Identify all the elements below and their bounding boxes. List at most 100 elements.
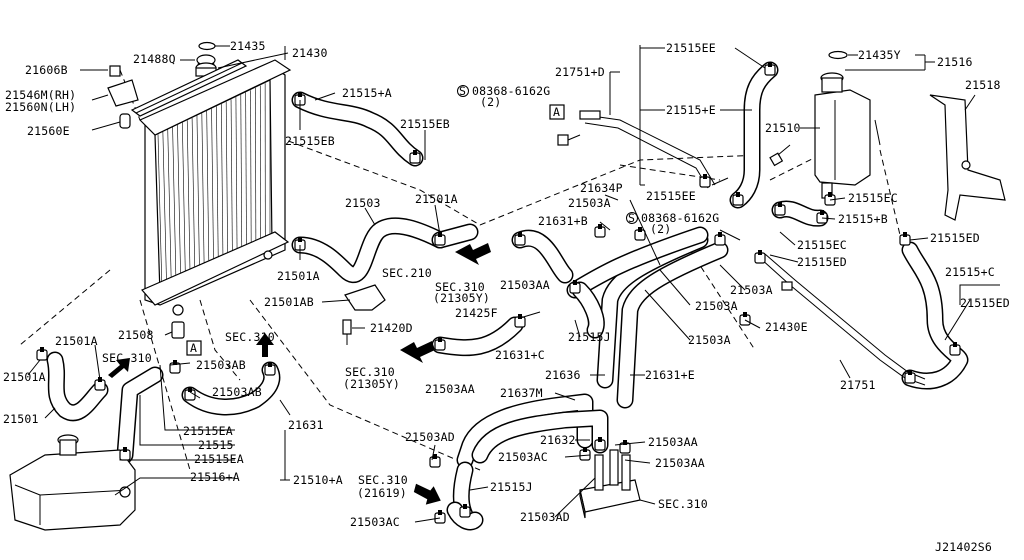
label-box-a2: A	[553, 105, 560, 119]
direction-arrows	[108, 243, 491, 505]
hose-clamp-tab	[718, 232, 722, 237]
hose-clamp-tab	[123, 447, 127, 452]
label-21503ab-2: 21503AB	[212, 385, 262, 399]
label-21501a-left2: 21501A	[3, 370, 46, 384]
label-21751: 21751	[840, 378, 876, 392]
bolt-08368-b	[769, 144, 791, 167]
label-21503ad-2: 21503AD	[520, 510, 570, 524]
label-sec310-b-ref: (21305Y)	[343, 377, 400, 391]
seal-21435	[198, 41, 216, 51]
label-21435y: 21435Y	[858, 48, 901, 62]
label-21515ec-1: 21515EC	[848, 191, 898, 205]
arrow-icon	[400, 341, 435, 363]
hose-clamp-tab	[463, 504, 467, 509]
hose-clamp-tab	[298, 237, 302, 242]
label-21631e: 21631+E	[645, 368, 695, 382]
label-21503aa-1: 21503AA	[500, 278, 550, 292]
label-21510: 21510	[765, 121, 801, 135]
label-21546m: 21546M(RH)	[5, 88, 76, 102]
hose-clamp-tab	[598, 437, 602, 442]
hose-clamp-tab	[188, 387, 192, 392]
reference-box-a	[186, 340, 202, 356]
arrow-icon	[413, 483, 441, 505]
drain-cock-21508	[171, 321, 185, 339]
hose-clamp-tab	[638, 227, 642, 232]
hose-clamp-tab	[583, 447, 587, 452]
label-21560n: 21560N(LH)	[5, 100, 76, 114]
label-21515ed-2: 21515ED	[930, 231, 980, 245]
arrow-icon	[108, 358, 130, 378]
label-21501a-top: 21501A	[415, 192, 458, 206]
label-21503a-1: 21503A	[568, 196, 611, 210]
label-21515eb-2: 21515EB	[285, 134, 335, 148]
label-21503a-4: 21503A	[688, 333, 731, 347]
hose-clamp-tab	[623, 440, 627, 445]
hose-clamp-tab	[173, 360, 177, 365]
label-21503ad-1: 21503AD	[405, 430, 455, 444]
label-21515ea-1: 21515EA	[183, 424, 233, 438]
hose-clamp-tab	[820, 210, 824, 215]
hose-clamp-tab	[903, 232, 907, 237]
label-21515eb-1: 21515EB	[400, 117, 450, 131]
label-21501ab: 21501AB	[264, 295, 314, 309]
label-bolt2-qty: (2)	[650, 222, 671, 236]
label-bolt1-qty: (2)	[480, 95, 501, 109]
bracket-21501ab	[344, 284, 386, 311]
hose-clamp-tab	[953, 342, 957, 347]
label-sec310-b: SEC.310	[345, 365, 395, 379]
label-21515j-1: 21515J	[568, 330, 611, 344]
label-21503ac-2: 21503AC	[350, 515, 400, 529]
label-21425f: 21425F	[455, 306, 498, 320]
label-21503ab-1: 21503AB	[196, 358, 246, 372]
label-21515ee-1: 21515EE	[666, 41, 716, 55]
label-21515c: 21515+C	[945, 265, 995, 279]
radiator	[138, 54, 292, 316]
label-21518: 21518	[965, 78, 1001, 92]
hose-clamp-tab	[758, 250, 762, 255]
label-21420d: 21420D	[370, 321, 413, 335]
label-21515j-2: 21515J	[490, 480, 533, 494]
reservoir-tank-left	[9, 434, 136, 531]
screw-symbol-icon-2: S	[628, 211, 635, 225]
hose-clamp-tab	[413, 150, 417, 155]
label-21435: 21435	[230, 39, 266, 53]
label-21631b: 21631+B	[538, 214, 588, 228]
label-21501a-mid: 21501A	[277, 269, 320, 283]
label-21751d: 21751+D	[555, 65, 605, 79]
hose-clamp-tab	[743, 312, 747, 317]
label-21503ac-1: 21503AC	[498, 450, 548, 464]
label-sec310-e: SEC.310	[358, 473, 408, 487]
label-sec310-d: SEC.310	[225, 330, 275, 344]
leader-lines	[27, 45, 1000, 523]
label-sec210: SEC.210	[382, 266, 432, 280]
label-21503: 21503	[345, 196, 381, 210]
label-box-a1: A	[190, 341, 197, 355]
label-21501a-left: 21501A	[55, 334, 98, 348]
label-21631: 21631	[288, 418, 324, 432]
hose-clamp-tab	[703, 174, 707, 179]
hose-clamp-tab	[518, 314, 522, 319]
label-21515ea-2: 21515EA	[194, 452, 244, 466]
label-sec310-a: SEC.310	[435, 280, 485, 294]
mount-bracket	[107, 65, 139, 129]
hose-clamp-tab	[518, 232, 522, 237]
hose-clamp-tab	[828, 192, 832, 197]
label-21606b: 21606B	[25, 63, 68, 77]
label-21516: 21516	[937, 55, 973, 69]
label-21508: 21508	[118, 328, 154, 342]
hose-clamp-tab	[573, 280, 577, 285]
label-bolt1: 08368-6162G	[472, 84, 550, 98]
label-21515e: 21515+E	[666, 103, 716, 117]
label-21503aa-3: 21503AA	[648, 435, 698, 449]
label-21510a: 21510+A	[293, 473, 343, 487]
hose-clamp-tab	[598, 224, 602, 229]
bolt-21420d	[342, 319, 352, 345]
hose-clamp-tab	[438, 337, 442, 342]
screw-symbol-icon: S	[459, 84, 466, 98]
reference-box-a2	[549, 104, 565, 120]
hose-clamp-tab	[778, 202, 782, 207]
label-21430: 21430	[292, 46, 328, 60]
hose-clamp-tab	[40, 347, 44, 352]
label-21515ed-3: 21515ED	[960, 296, 1010, 310]
